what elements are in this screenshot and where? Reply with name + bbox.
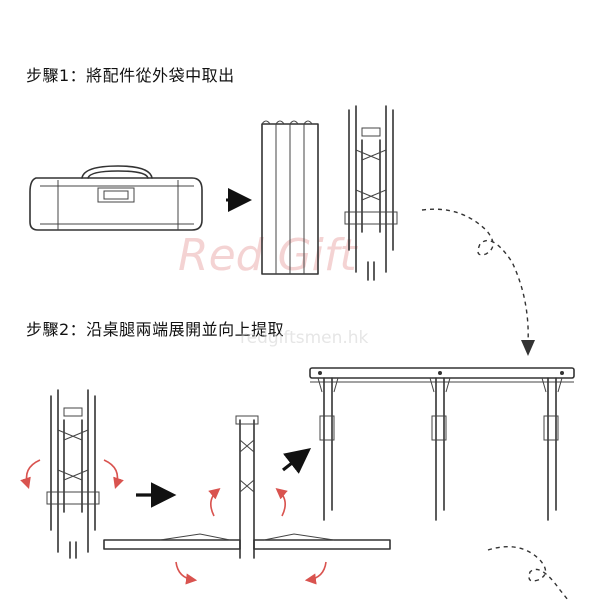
arrow-icon <box>282 448 312 474</box>
rotate-arrow-icon <box>208 487 221 517</box>
unfolding-frame-icon <box>103 415 391 559</box>
table-frame-icon <box>309 367 575 521</box>
folded-frame-icon <box>344 105 398 281</box>
watermark-url: redgiftsmen.hk <box>240 328 369 348</box>
watermark-brand: Red Gift <box>178 230 358 281</box>
folded-frame-icon <box>46 389 100 559</box>
step-2-title: 步驟2：沿桌腿兩端展開並向上提取 <box>26 320 285 339</box>
rotate-arrow-icon <box>20 459 41 490</box>
rotate-arrow-icon <box>175 561 198 585</box>
rotate-arrow-icon <box>103 459 124 490</box>
dashed-path-arrow-icon <box>487 546 569 600</box>
rotate-arrow-icon <box>304 561 327 585</box>
step-1-title: 步驟1：將配件從外袋中取出 <box>26 66 235 85</box>
rotate-arrow-icon <box>275 487 288 517</box>
watermark: Red Gift redgiftsmen.hk <box>178 230 369 348</box>
folded-panel-icon <box>261 120 319 275</box>
dashed-path-arrow-icon <box>421 208 535 356</box>
carry-bag-icon <box>29 165 203 231</box>
